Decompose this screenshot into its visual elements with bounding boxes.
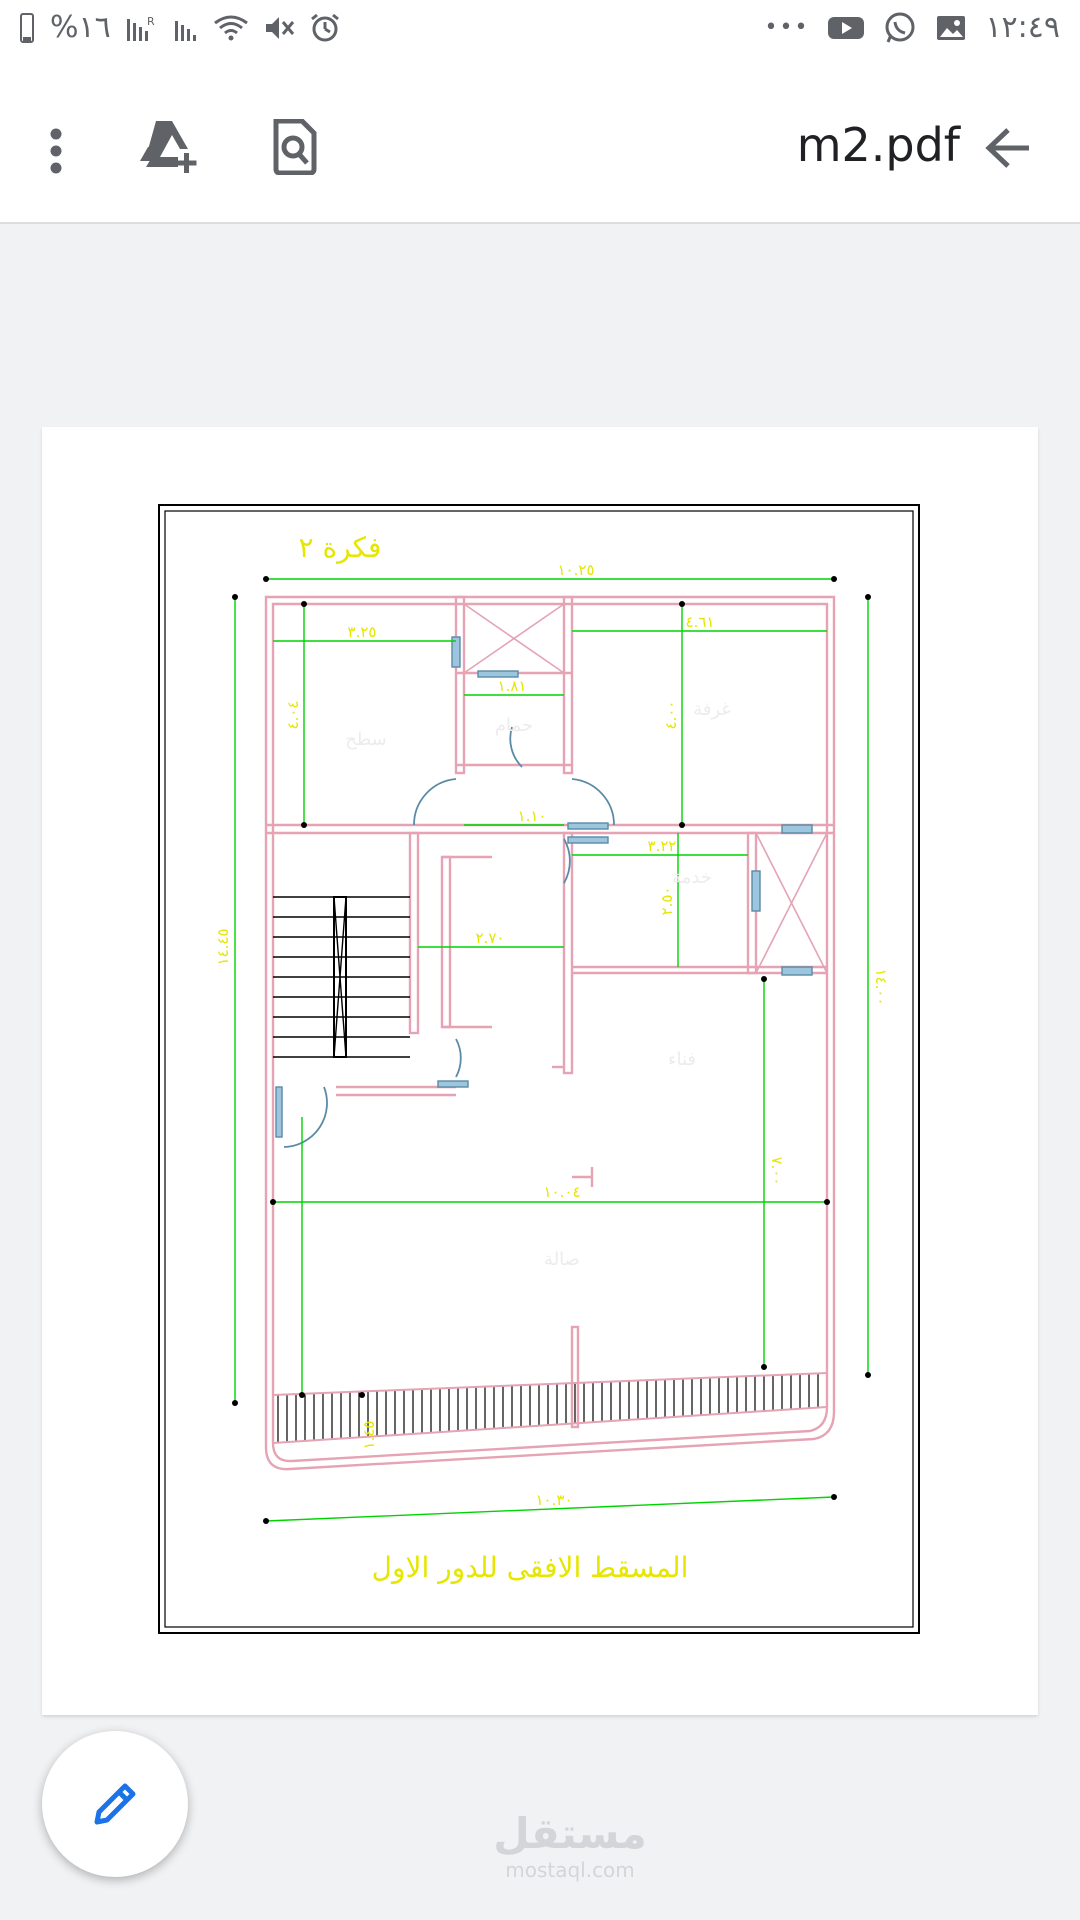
dim-room1-width: ٣.٢٥	[348, 623, 377, 641]
dimension-labels: ١٠.٢٥ ١٠.٣٠ ١٤.٤٥ ١٤.٠٠ ٣.٢٥ ٤.٦١ ٤.٠٤ ٤…	[214, 561, 890, 1509]
battery-icon	[20, 12, 34, 43]
dim-bottom-width: ١٠.٣٠	[536, 1491, 573, 1509]
dim-corridor-width: ١.١٠	[518, 807, 547, 825]
youtube-icon	[828, 16, 865, 39]
watermark-brand-en: mostaql.com	[505, 1858, 635, 1882]
signal-icon-2	[174, 20, 196, 41]
status-bar: %١٦ R	[0, 0, 1080, 62]
doors	[283, 726, 615, 1148]
svg-text:R: R	[147, 15, 155, 28]
dim-small-room-height: ٢.٥٠	[658, 887, 676, 916]
dimension-ticks	[232, 576, 871, 1524]
dim-room1-height: ٤.٠٤	[284, 701, 302, 730]
room-label-small: خدمة	[672, 867, 712, 888]
floor-plan-drawing: فكرة ٢	[158, 504, 920, 1634]
room-label-right: غرفة	[693, 699, 731, 720]
dim-right-height: ١٤.٠٠	[872, 969, 890, 1006]
dim-small-room-width: ٣.٢٢	[648, 837, 677, 855]
more-vert-icon	[50, 128, 62, 174]
pdf-page[interactable]: فكرة ٢	[42, 427, 1038, 1715]
void-cross	[463, 603, 828, 974]
app-bar: m2.pdf	[0, 62, 1080, 224]
clock: ١٢:٤٩	[985, 10, 1060, 45]
more-options-button[interactable]	[26, 106, 86, 196]
dim-bath-width: ١.٨١	[498, 677, 527, 695]
watermark: مستقل mostaql.com	[450, 1809, 690, 1883]
battery-percent: %١٦	[50, 10, 111, 45]
room-label-bath: حمام	[495, 715, 533, 736]
dim-hall-width: ١٠.٠٤	[544, 1183, 581, 1201]
plan-caption: المسقط الافقى للدور الاول	[372, 1551, 689, 1584]
edit-fab[interactable]	[42, 1731, 188, 1877]
dim-balcony: ١.٤٥	[360, 1421, 378, 1450]
dim-hall-height: ٧.٠٠	[768, 1157, 786, 1186]
room-labels: سطح غرفة حمام خدمة فناء صالة	[345, 699, 731, 1270]
dim-core-width: ٢.٧٠	[476, 929, 505, 947]
add-to-drive-button[interactable]	[128, 102, 210, 192]
windows	[275, 636, 813, 1138]
sheet-title: فكرة ٢	[299, 531, 382, 564]
room-label-left: سطح	[345, 729, 386, 750]
dimension-lines	[234, 578, 869, 1522]
walls	[264, 595, 836, 1471]
status-left: %١٦ R	[18, 10, 341, 45]
whatsapp-icon	[885, 12, 915, 43]
mute-icon	[265, 16, 294, 39]
overflow-dots: •••	[764, 15, 810, 40]
signal-icon: R	[126, 15, 155, 41]
wifi-icon	[213, 15, 248, 40]
add-to-drive-icon	[140, 121, 197, 173]
gallery-icon	[937, 15, 966, 40]
watermark-brand-ar: مستقل	[493, 1809, 647, 1858]
balcony-hatch	[277, 1373, 819, 1443]
room-label-open: فناء	[668, 1049, 696, 1070]
dim-room2-height: ٤.٠٠	[662, 701, 680, 730]
dim-left-height: ١٤.٤٥	[214, 929, 232, 966]
staircase	[273, 896, 410, 1058]
room-label-hall: صالة	[544, 1249, 580, 1270]
back-arrow-icon	[985, 128, 1029, 168]
status-right: ••• ١٢:٤٩	[765, 10, 1061, 45]
find-in-page-icon	[273, 119, 317, 175]
find-in-page-button[interactable]	[254, 102, 336, 192]
back-button[interactable]	[970, 108, 1046, 188]
edit-pencil-icon	[94, 1783, 136, 1825]
dim-top-width: ١٠.٢٥	[558, 561, 595, 579]
dim-room2-width: ٤.٦١	[686, 613, 715, 631]
alarm-icon	[310, 13, 339, 41]
document-title: m2.pdf	[796, 118, 960, 172]
